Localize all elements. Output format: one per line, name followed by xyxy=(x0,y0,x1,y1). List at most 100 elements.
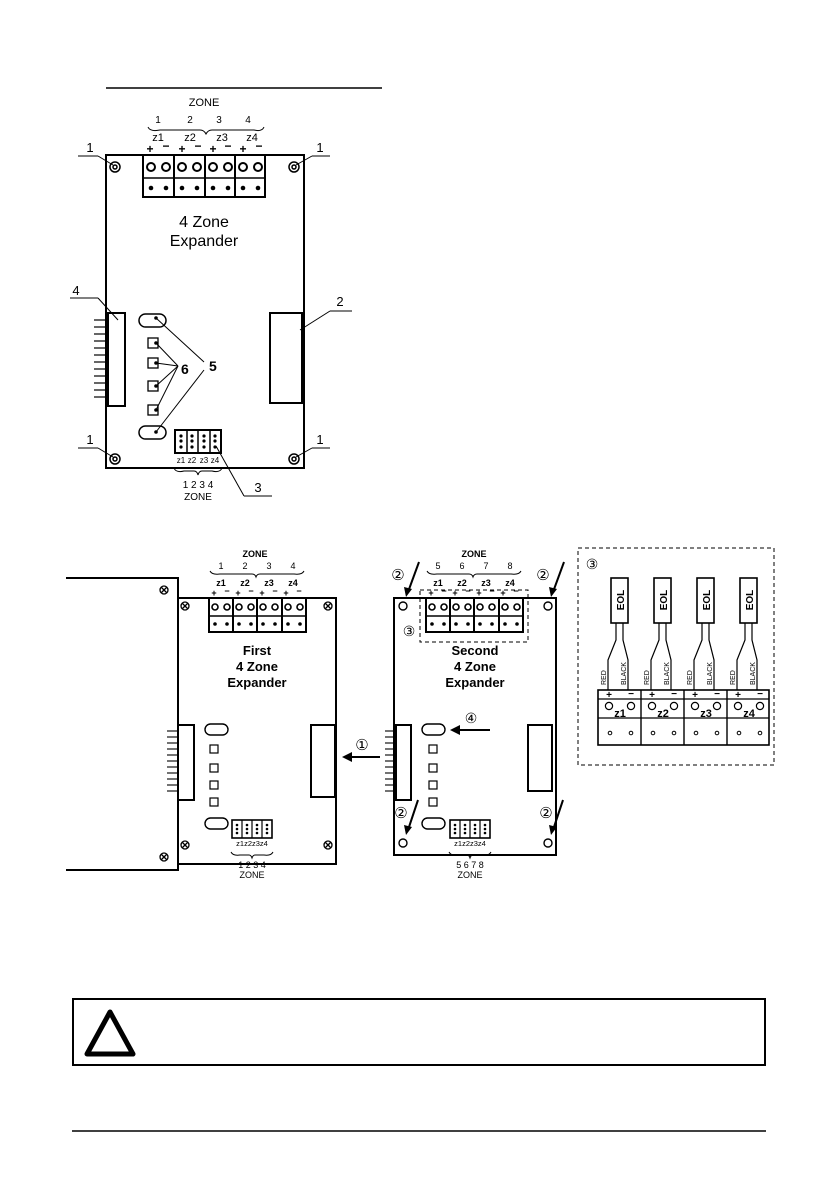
step-marker: ② xyxy=(391,567,404,584)
zone-numbers: 5 6 7 8 xyxy=(456,860,484,870)
svg-text:BLACK: BLACK xyxy=(621,662,628,685)
warning-triangle-icon xyxy=(84,1009,136,1057)
step-marker: ③ xyxy=(403,623,416,639)
zone-numbers: 1 2 3 4 xyxy=(183,480,214,491)
terminal-highlight xyxy=(419,589,529,643)
zone-numbers: 1 2 3 4 xyxy=(238,860,266,870)
eol-terminal-strip: +− +− +− +− z1 z2 z3 z4 xyxy=(597,689,770,746)
zone-label: ZONE xyxy=(242,549,267,559)
zone-number: 7 xyxy=(483,561,488,571)
terminal-name: z4 xyxy=(288,578,298,588)
zone-brace xyxy=(426,570,522,579)
step-2-markers: ② ② ② ② xyxy=(391,561,565,835)
svg-text:+: + xyxy=(692,690,698,701)
zone-number: 5 xyxy=(435,561,440,571)
svg-text:+: + xyxy=(428,588,433,598)
svg-text:+: + xyxy=(209,142,216,156)
detail-frame xyxy=(577,547,775,766)
svg-text:−: − xyxy=(714,689,720,700)
jumper-label: z1 xyxy=(177,456,186,465)
svg-text:RED: RED xyxy=(687,670,694,685)
terminal-name: z3 xyxy=(264,578,274,588)
right-connector xyxy=(527,724,553,792)
svg-text:BLACK: BLACK xyxy=(750,662,757,685)
right-connector xyxy=(310,724,336,798)
zone-label: ZONE xyxy=(189,97,220,109)
jumper-label: z3 xyxy=(200,456,209,465)
polarity-marks: +− +− +− +− xyxy=(428,586,518,598)
terminal-name: z4 xyxy=(505,578,515,588)
zone-label: ZONE xyxy=(457,870,482,880)
left-connector xyxy=(167,724,195,801)
zone-label: ZONE xyxy=(184,492,212,503)
svg-text:RED: RED xyxy=(644,670,651,685)
led-oval xyxy=(204,723,229,736)
zone-brace xyxy=(230,851,274,860)
jumper-block xyxy=(174,429,222,454)
led-oval xyxy=(421,817,446,830)
svg-text:−: − xyxy=(757,689,763,700)
zone-number: 8 xyxy=(507,561,512,571)
zone-number: 4 xyxy=(245,115,251,126)
led-squares xyxy=(428,744,438,807)
terminal-name: z2 xyxy=(240,578,250,588)
svg-text:EOL: EOL xyxy=(745,590,756,611)
svg-text:+: + xyxy=(178,142,185,156)
svg-text:−: − xyxy=(296,586,301,596)
svg-text:EOL: EOL xyxy=(702,590,713,611)
svg-text:+: + xyxy=(235,588,240,598)
jumper-block xyxy=(449,819,491,839)
wire-labels: RED BLACK RED BLACK RED BLACK RED BLACK xyxy=(601,662,757,685)
zone-brace xyxy=(209,570,305,579)
svg-text:+: + xyxy=(649,690,655,701)
zone-number: 4 xyxy=(290,561,295,571)
zone-number: 3 xyxy=(216,115,222,126)
led-leaders xyxy=(155,317,205,433)
zone-brace xyxy=(147,126,265,136)
board-title: Second xyxy=(452,643,499,658)
mounting-holes xyxy=(398,601,553,848)
callout-number: 3 xyxy=(254,480,261,495)
svg-text:+: + xyxy=(735,690,741,701)
callout-number: 1 xyxy=(316,140,323,155)
eol-resistor: EOL xyxy=(650,577,672,690)
svg-text:−: − xyxy=(628,689,634,700)
eol-resistor: EOL xyxy=(693,577,715,690)
svg-text:−: − xyxy=(194,139,201,153)
svg-text:−: − xyxy=(272,586,277,596)
svg-text:−: − xyxy=(224,139,231,153)
terminal-name: z1 xyxy=(216,578,226,588)
polarity-marks: +− +− +− +− xyxy=(211,586,301,598)
led-squares xyxy=(209,744,219,807)
svg-text:+: + xyxy=(452,588,457,598)
panel-screw xyxy=(159,585,169,862)
led-oval xyxy=(138,425,167,440)
led-oval xyxy=(138,313,167,328)
polarity-marks: +− +− +− +− xyxy=(146,139,262,156)
terminal-name: z1 xyxy=(433,578,443,588)
svg-text:−: − xyxy=(671,689,677,700)
eol-resistor: EOL xyxy=(607,577,629,690)
step-marker: ② xyxy=(539,805,552,822)
expander-board xyxy=(393,597,557,856)
svg-text:+: + xyxy=(146,142,153,156)
jumper-labels: z1z2z3z4 xyxy=(236,839,268,848)
step-marker: ② xyxy=(394,805,407,822)
callout-number: 2 xyxy=(336,294,343,309)
board-title: 4 Zone xyxy=(179,214,229,231)
step-marker: ③ xyxy=(586,556,599,572)
top-expander-diagram: ZONE 1 2 3 4 z1 z2 z3 z4 +− +− +− +− xyxy=(70,87,382,503)
board-title: Expander xyxy=(227,675,286,690)
svg-text:−: − xyxy=(162,139,169,153)
led-squares xyxy=(147,337,159,416)
svg-text:−: − xyxy=(224,586,229,596)
zone-number: 2 xyxy=(242,561,247,571)
terminal-name: z4 xyxy=(743,708,756,720)
callout-number: 1 xyxy=(86,140,93,155)
svg-text:−: − xyxy=(248,586,253,596)
right-connector xyxy=(269,312,303,404)
step-1-arrow: ① xyxy=(342,737,380,762)
callout-number: 1 xyxy=(86,432,93,447)
svg-text:+: + xyxy=(211,588,216,598)
